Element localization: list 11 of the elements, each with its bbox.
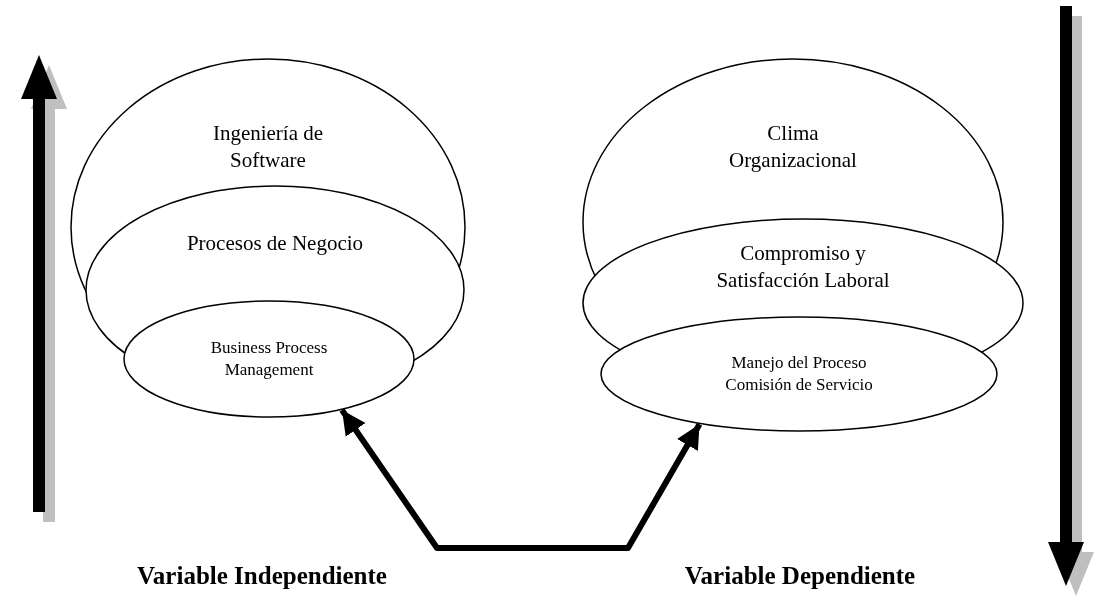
variable-label: Variable Independiente <box>137 562 387 590</box>
node-label: Procesos de Negocio <box>185 230 365 257</box>
node-label: Business Process Management <box>209 337 329 381</box>
ellipse <box>123 300 415 418</box>
node-label: Manejo del Proceso Comisión de Servicio <box>724 352 874 396</box>
variable-label: Variable Dependiente <box>684 562 916 590</box>
node-label: Ingeniería de Software <box>211 120 325 174</box>
ellipse <box>600 316 998 432</box>
node-label: Clima Organizacional <box>728 120 858 174</box>
double-arrow <box>339 408 703 551</box>
node-label: Compromiso y Satisfacción Laboral <box>715 240 891 294</box>
